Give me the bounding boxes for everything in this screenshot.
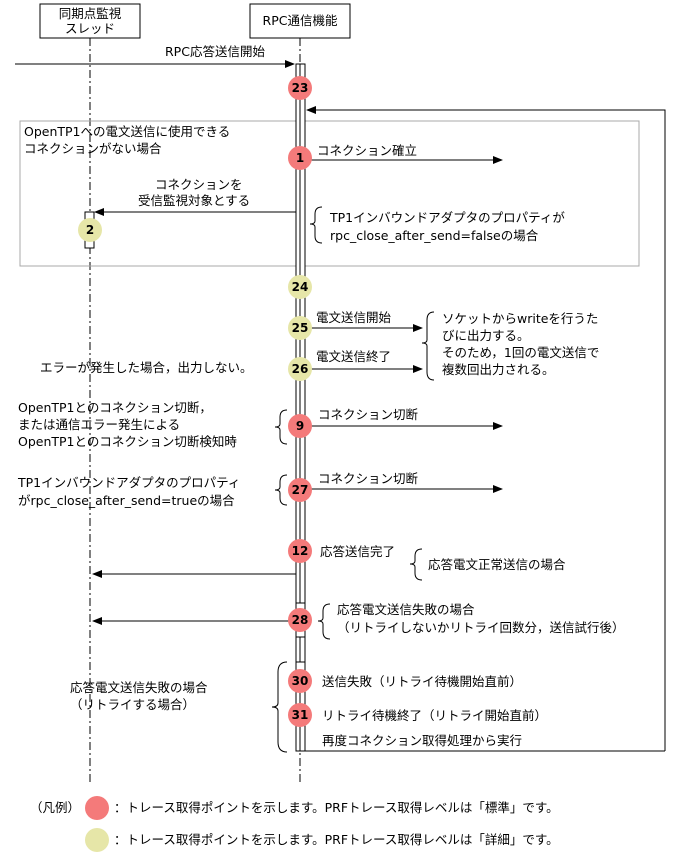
cut-note-line1: OpenTP1とのコネクション切断， [18, 400, 212, 415]
loop-back-arrow [306, 106, 666, 751]
monitor-thread-label-line2: スレッド [65, 21, 115, 36]
send-fail-label: 送信失敗（リトライ待機開始直前） [322, 674, 522, 689]
retry-case-brace [271, 661, 288, 753]
adapter-false-note-line1: TP1インバウンドアダプタのプロパティが [329, 210, 565, 225]
adapter-false-brace [309, 206, 323, 244]
no-connection-note-line2: コネクションがない場合 [24, 141, 162, 156]
trace-point-27: 27 [288, 478, 312, 502]
retry-end-label: リトライ待機終了（リトライ開始直前） [322, 708, 547, 723]
connect-label: コネクション確立 [317, 143, 417, 158]
condition-frame-no-connection [19, 120, 640, 267]
trace-point-2: 2 [78, 218, 102, 242]
adapter-true-brace [274, 474, 288, 506]
legend-title: （凡例） [30, 800, 80, 815]
svg-text:25: 25 [292, 321, 309, 335]
trace-point-12: 12 [288, 539, 312, 563]
svg-text:12: 12 [292, 544, 309, 558]
svg-text:2: 2 [86, 223, 94, 237]
write-note-brace [421, 311, 435, 381]
fail-reply-note-line2: （リトライしないかリトライ回数分，送信試行後） [337, 620, 625, 635]
write-note-line2: びに出力する。 [442, 328, 530, 343]
normal-reply-note: 応答電文正常送信の場合 [428, 557, 566, 572]
disconnect2-label: コネクション切断 [318, 471, 418, 486]
cut-note-line2: または通信エラー発生による [18, 417, 180, 432]
svg-text:23: 23 [292, 81, 309, 95]
svg-text:27: 27 [292, 483, 309, 497]
trace-point-31: 31 [288, 703, 312, 727]
svg-text:31: 31 [292, 708, 309, 722]
cut-note-line3: OpenTP1とのコネクション切断検知時 [18, 434, 237, 449]
send-start-label: 電文送信開始 [316, 310, 392, 325]
retry-case-note-line1: 応答電文送信失敗の場合 [70, 680, 208, 695]
normal-reply-brace [409, 548, 423, 581]
adapter-true-note-line1: TP1インバウンドアダプタのプロパティ [17, 475, 240, 490]
trace-point-28: 28 [288, 602, 312, 638]
legend-standard-marker [85, 796, 109, 820]
trace-point-1: 1 [288, 146, 312, 170]
legend-detail-marker [85, 828, 109, 852]
trace-point-9: 9 [288, 414, 312, 438]
redo-label: 再度コネクション取得処理から実行 [322, 733, 522, 748]
disconnect1-label: コネクション切断 [318, 407, 418, 422]
lifeline-header-rpc: RPC通信機能 [249, 3, 351, 39]
trace-point-23: 23 [288, 76, 312, 100]
monitor-target-label-line1: コネクションを [155, 177, 243, 192]
trace-point-25: 25 [288, 316, 312, 340]
rpc-start-label: RPC応答送信開始 [165, 44, 265, 59]
write-note-line3: そのため，1回の電文送信で [442, 345, 599, 360]
retry-case-note-line2: （リトライする場合） [70, 697, 195, 712]
trace-point-30: 30 [288, 661, 312, 693]
rpc-label: RPC通信機能 [263, 13, 338, 28]
fail-reply-brace [317, 603, 331, 640]
svg-text:24: 24 [292, 280, 309, 294]
error-note: エラーが発生した場合，出力しない。 [40, 360, 253, 375]
lifeline-header-monitor-thread: 同期点監視 スレッド [39, 3, 141, 39]
monitor-thread-label-line1: 同期点監視 [59, 6, 122, 21]
write-note-line1: ソケットからwriteを行うた [442, 311, 598, 326]
legend-standard-text: ：トレース取得ポイントを示します。PRFトレース取得レベルは「標準」です。 [114, 800, 559, 815]
reply-complete-label: 応答送信完了 [320, 544, 395, 559]
svg-text:1: 1 [296, 151, 304, 165]
adapter-true-note-line2: がrpc_close_after_send=trueの場合 [18, 493, 235, 508]
svg-text:28: 28 [292, 613, 309, 627]
write-note-line4: 複数回出力される。 [442, 362, 555, 377]
svg-text:9: 9 [296, 419, 304, 433]
trace-point-24: 24 [288, 275, 312, 299]
cut-note-brace [274, 409, 288, 445]
no-connection-note-line1: OpenTP1への電文送信に使用できる [24, 124, 230, 139]
legend-detail-text: ：トレース取得ポイントを示します。PRFトレース取得レベルは「詳細」です。 [114, 832, 559, 847]
svg-text:30: 30 [292, 674, 309, 688]
svg-text:26: 26 [292, 362, 309, 376]
adapter-false-note-line2: rpc_close_after_send=falseの場合 [330, 228, 539, 243]
send-end-label: 電文送信終了 [316, 349, 391, 364]
fail-reply-note-line1: 応答電文送信失敗の場合 [337, 602, 475, 617]
monitor-target-label-line2: 受信監視対象とする [138, 193, 250, 208]
legend: （凡例） ：トレース取得ポイントを示します。PRFトレース取得レベルは「標準」で… [30, 796, 559, 852]
trace-point-26: 26 [288, 357, 312, 381]
